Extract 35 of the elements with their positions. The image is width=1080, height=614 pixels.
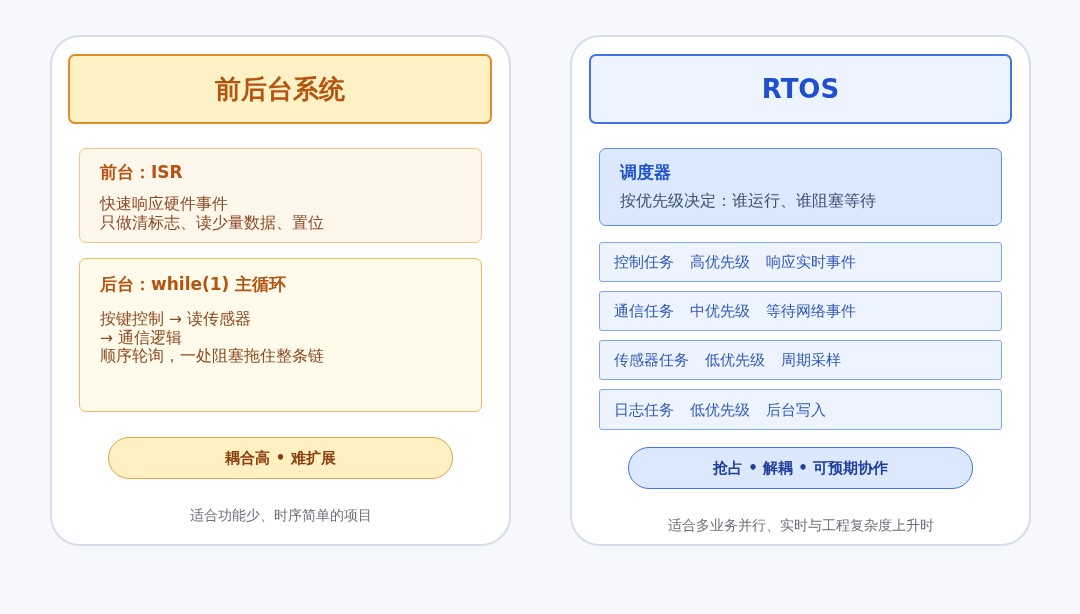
section-text: 只做清标志、读少量数据、置位: [100, 213, 324, 232]
section-heading: 调度器: [620, 161, 671, 183]
summary-pill: 耦合高 • 难扩展: [108, 437, 453, 479]
section-text: 按键控制 → 读传感器 → 通信逻辑: [100, 310, 252, 347]
task-label: 高优先级: [690, 253, 750, 271]
task-row: [599, 242, 1002, 282]
task-label: 低优先级: [690, 400, 750, 419]
task-label: 低优先级: [705, 351, 765, 369]
task-label: 控制任务: [614, 253, 674, 271]
section-text: 顺序轮询，一处阻塞拖住整条链: [100, 347, 324, 366]
task-label: 中优先级: [690, 302, 750, 320]
task-row: [599, 340, 1002, 380]
section-text: 按优先级决定：谁运行、谁阻塞等待: [620, 192, 876, 211]
section-box: [79, 258, 482, 412]
task-row: [599, 291, 1002, 331]
caption-text: 适合功能少、时序简单的项目: [189, 506, 372, 525]
title-box: 前后台系统: [68, 54, 492, 124]
caption-text: 适合多业务并行、实时与工程复杂度上升时: [667, 516, 934, 535]
task-label: 周期采样: [781, 351, 841, 369]
panel-card: [570, 35, 1031, 546]
section-box: [79, 148, 482, 243]
task-label: 响应实时事件: [766, 253, 856, 271]
task-label: 等待网络事件: [766, 302, 856, 320]
panel-card: [50, 35, 511, 546]
section-heading: 前台：ISR: [100, 161, 183, 183]
title-box: RTOS: [589, 54, 1012, 124]
summary-pill: 抢占 • 解耦 • 可预期协作: [628, 447, 973, 489]
section-text: 快速响应硬件事件: [100, 195, 228, 214]
section-heading: 后台：while(1) 主循环: [100, 273, 287, 295]
task-row: [599, 389, 1002, 430]
section-box: [599, 148, 1002, 226]
task-label: 通信任务: [614, 302, 674, 320]
task-label: 传感器任务: [614, 351, 689, 369]
task-label: 日志任务: [614, 400, 674, 419]
task-label: 后台写入: [766, 400, 826, 419]
